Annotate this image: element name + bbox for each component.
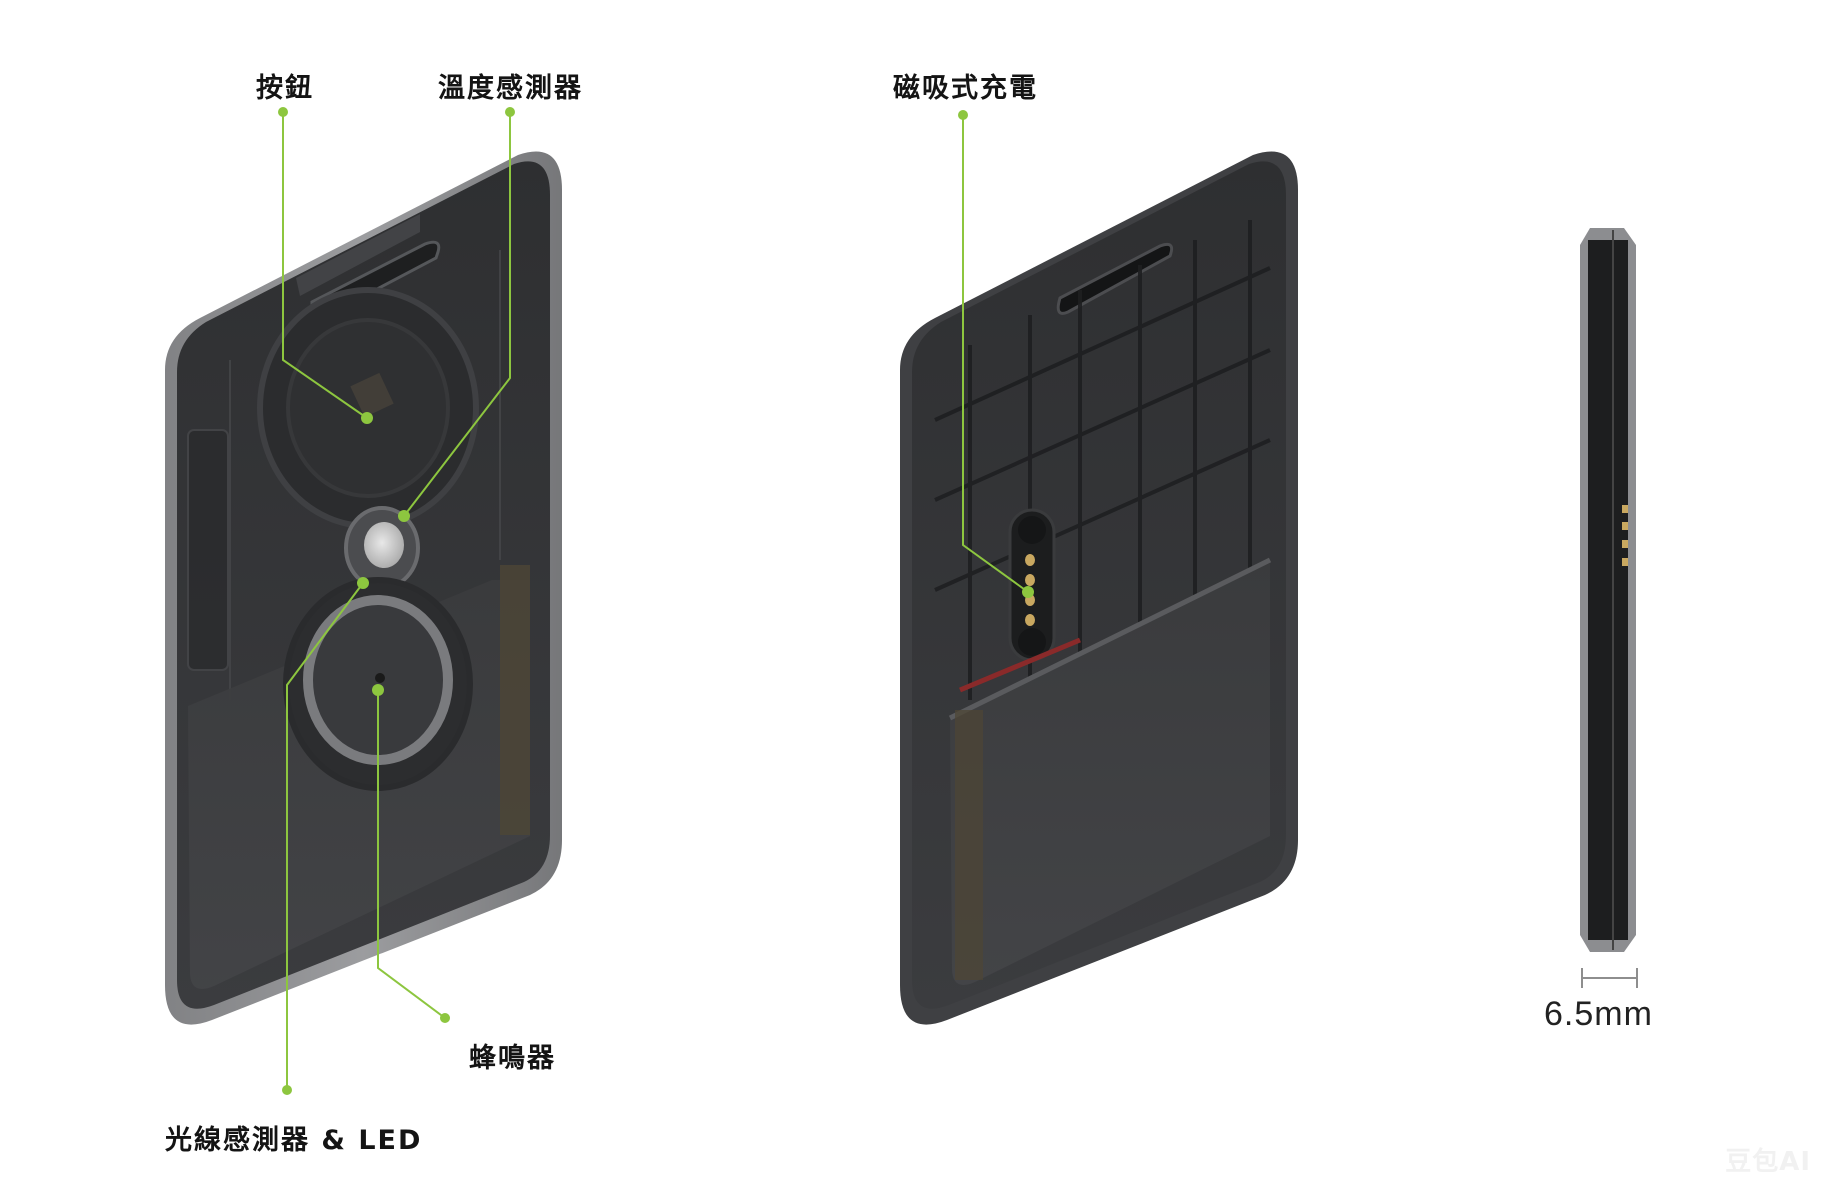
front-device bbox=[165, 151, 562, 1025]
callout-label-temperature-sensor: 溫度感測器 bbox=[438, 73, 583, 104]
back-device bbox=[900, 151, 1298, 1025]
thickness-dimension-bracket bbox=[1581, 968, 1638, 988]
callout-label-buzzer: 蜂鳴器 bbox=[469, 1043, 556, 1074]
callout-line-magnetic bbox=[962, 115, 1029, 593]
callout-line-temperature bbox=[403, 112, 511, 517]
thickness-dimension-label: 6.5mm bbox=[1544, 995, 1653, 1033]
watermark: 豆包AI bbox=[1725, 1147, 1811, 1177]
callout-label-button: 按鈕 bbox=[256, 73, 314, 104]
side-device bbox=[1580, 228, 1636, 952]
callout-dots bbox=[278, 107, 1034, 1095]
callout-line-light-led bbox=[286, 582, 364, 1090]
callout-line-buzzer bbox=[377, 690, 446, 1019]
callout-label-light-sensor-led: 光線感測器 & LED bbox=[165, 1125, 423, 1156]
callout-lines bbox=[282, 112, 1029, 1090]
callout-label-magnetic-charging: 磁吸式充電 bbox=[893, 73, 1038, 104]
callout-line-button bbox=[282, 112, 368, 419]
